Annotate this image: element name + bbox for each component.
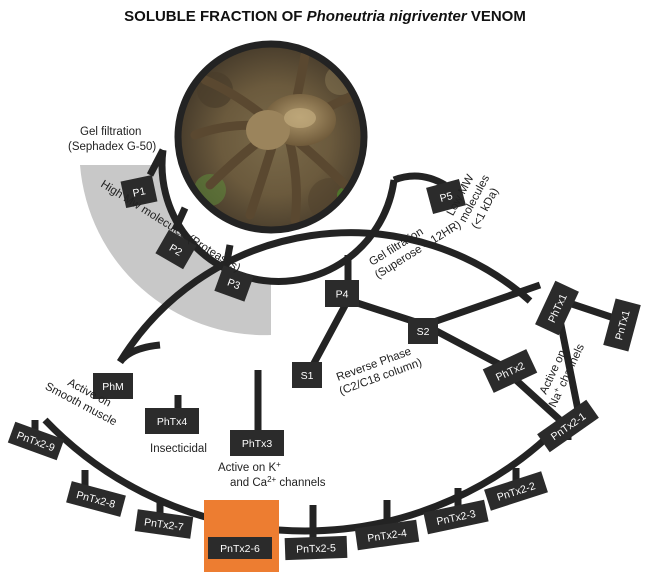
pntx2-fraction-5[interactable]: PnTx2-5 xyxy=(284,535,348,561)
pntx2-fraction-7[interactable]: PnTx2-7 xyxy=(134,509,194,539)
pntx2-fraction-8[interactable]: PnTx2-8 xyxy=(66,481,126,517)
title-species: Phoneutria nigriventer xyxy=(306,8,467,25)
k-ca-label-line1: Active on K+ xyxy=(218,460,281,475)
node-phtx3-label: PhTx3 xyxy=(242,438,273,450)
pntx2-fraction-7-label: PnTx2-7 xyxy=(143,516,184,533)
node-pntx1-box xyxy=(603,298,641,352)
insecticidal-label: Insecticidal xyxy=(150,443,207,455)
connector-line xyxy=(117,341,161,365)
node-p2-label: P2 xyxy=(167,242,184,259)
node-phtx3-box xyxy=(230,430,284,456)
node-phtx4[interactable]: PhTx4 xyxy=(145,408,199,434)
pntx2-fraction-4-label: PnTx2-4 xyxy=(367,527,408,544)
node-pntx1[interactable]: PnTx1 xyxy=(603,298,641,352)
connector-line xyxy=(423,281,542,329)
pntx2-fraction-6[interactable]: PnTx2-6 xyxy=(208,537,272,559)
node-p3-box xyxy=(214,265,254,302)
gel-filtration-1-line2: (Sephadex G-50) xyxy=(68,141,156,153)
node-s2-label: S2 xyxy=(417,326,430,338)
pntx2-fraction-3-box xyxy=(423,499,489,535)
title-prefix: SOLUBLE FRACTION OF xyxy=(124,8,307,25)
node-p2-box xyxy=(155,229,197,270)
node-s1-box xyxy=(292,362,322,388)
node-p1[interactable]: P1 xyxy=(120,174,158,209)
node-phtx1[interactable]: PhTx1 xyxy=(535,280,579,336)
node-s1[interactable]: S1 xyxy=(292,362,322,388)
node-p4[interactable]: P4 xyxy=(325,280,359,307)
pntx2-fraction-1-box xyxy=(537,399,599,453)
pntx2-fraction-6-box xyxy=(208,537,272,559)
node-phtx4-label: PhTx4 xyxy=(157,416,188,428)
connector-line xyxy=(423,321,512,374)
node-p1-box xyxy=(120,174,158,209)
connector-line xyxy=(309,298,352,367)
pntx2-fraction-4-box xyxy=(354,519,420,551)
node-p3[interactable]: P3 xyxy=(214,265,254,302)
connector-line xyxy=(171,206,189,232)
gel-filtration-1-line1: Gel filtration xyxy=(80,126,141,138)
node-phtx1-box xyxy=(535,280,579,336)
spider-photo xyxy=(178,44,364,230)
node-phtx3[interactable]: PhTx3 xyxy=(230,430,284,456)
node-phm-box xyxy=(93,373,133,399)
highlight-pntx2-6 xyxy=(204,500,279,572)
node-s2[interactable]: S2 xyxy=(408,318,438,344)
pntx2-fraction-2-box xyxy=(484,471,548,511)
connector-line xyxy=(117,229,533,364)
pntx2-fraction-5-box xyxy=(284,535,348,561)
diagram-title: SOLUBLE FRACTION OF Phoneutria nigrivent… xyxy=(0,8,650,25)
node-p4-box xyxy=(325,280,359,307)
node-phm-label: PhM xyxy=(102,381,124,393)
node-p5-label: P5 xyxy=(439,190,455,205)
connector-line xyxy=(556,319,584,421)
pntx2-fraction-6-label: PnTx2-6 xyxy=(220,543,260,555)
pntx2-fraction-8-box xyxy=(66,481,126,517)
node-phtx2-box xyxy=(482,349,538,393)
node-p3-label: P3 xyxy=(226,277,242,293)
k-ca-label-line2: and Ca2+ channels xyxy=(230,475,326,490)
connector-line xyxy=(42,417,568,535)
node-phtx2[interactable]: PhTx2 xyxy=(482,349,538,393)
node-p4-label: P4 xyxy=(336,289,349,301)
pntx2-fraction-5-label: PnTx2-5 xyxy=(296,542,336,555)
pntx2-fraction-7-box xyxy=(134,509,194,539)
connector-line xyxy=(513,377,563,423)
title-suffix: VENOM xyxy=(466,8,526,25)
node-p1-label: P1 xyxy=(132,185,147,199)
node-p5[interactable]: P5 xyxy=(426,179,466,214)
pntx2-fraction-4[interactable]: PnTx2-4 xyxy=(354,519,420,551)
connector-line xyxy=(146,148,167,177)
reverse-phase-label: Reverse Phase (C2/C18 column) xyxy=(335,346,424,398)
pntx2-fraction-3[interactable]: PnTx2-3 xyxy=(423,499,489,535)
photo-ring xyxy=(174,40,368,234)
node-p5-box xyxy=(426,179,466,214)
connector-line xyxy=(392,172,447,189)
node-s2-box xyxy=(408,318,438,344)
pntx2-fraction-9[interactable]: PnTx2-9 xyxy=(7,421,65,461)
node-s1-label: S1 xyxy=(301,370,314,382)
node-p2[interactable]: P2 xyxy=(155,229,197,270)
pntx2-fraction-9-box xyxy=(7,421,65,461)
node-phtx4-box xyxy=(145,408,199,434)
node-phm[interactable]: PhM xyxy=(93,373,133,399)
pntx2-fraction-2[interactable]: PnTx2-2 xyxy=(484,471,548,511)
